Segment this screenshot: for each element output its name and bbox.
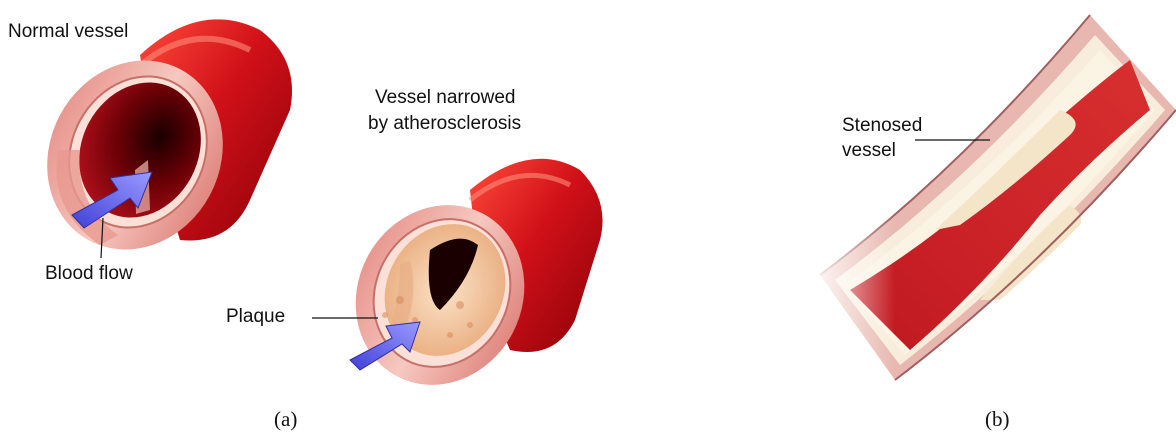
narrowed-vessel [312, 159, 603, 415]
narrowed-vessel-label-line1: Vessel narrowed [375, 87, 515, 110]
normal-vessel-label: Normal vessel [8, 21, 128, 44]
caption-a: (a) [274, 407, 297, 432]
stenosed-label-line2: vessel [842, 140, 896, 163]
caption-b: (b) [985, 407, 1010, 432]
plaque-label: Plaque [226, 306, 285, 329]
stenosed-label-line1: Stenosed [842, 115, 922, 138]
narrowed-vessel-label-line2: by atherosclerosis [368, 113, 521, 136]
blood-flow-label: Blood flow [45, 263, 133, 286]
normal-vessel [14, 19, 292, 280]
stenosed-vessel [805, 15, 1176, 410]
